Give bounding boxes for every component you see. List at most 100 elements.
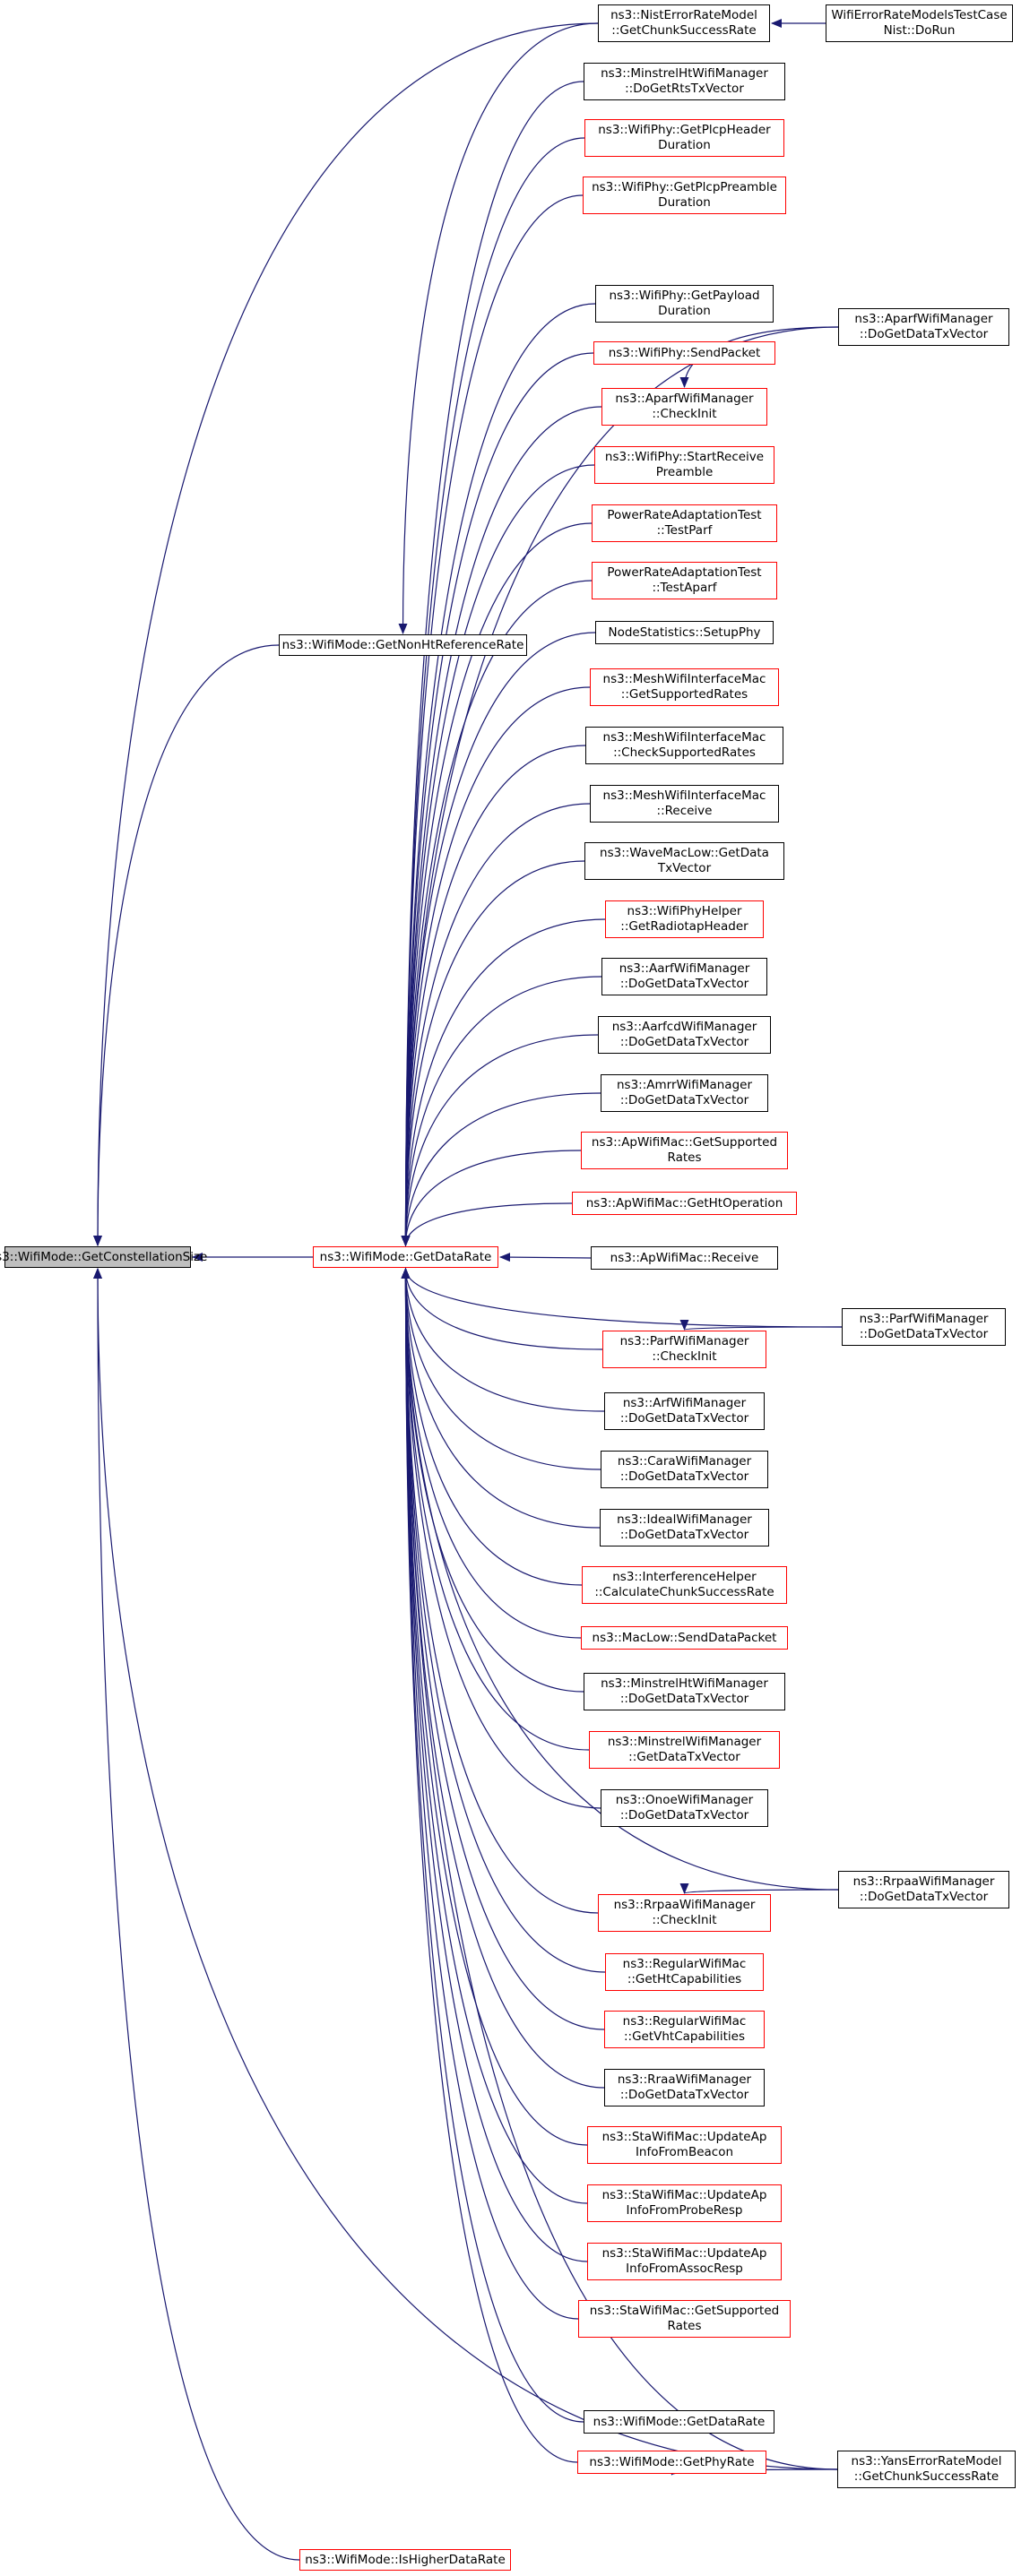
node-arf-dogetdatatxvector[interactable]: ns3::ArfWifiManager::DoGetDataTxVector — [604, 1392, 765, 1430]
node-label-line: ns3::RegularWifiMac — [622, 1957, 747, 1971]
node-label-line: ns3::CaraWifiManager — [617, 1454, 752, 1469]
node-aparf-checkinit[interactable]: ns3::AparfWifiManager::CheckInit — [601, 388, 767, 426]
edge-getplcpheaderduration-to-getdatarate-main — [401, 137, 585, 1246]
node-getnonhtreferencerate[interactable]: ns3::WifiMode::GetNonHtReferenceRate — [279, 634, 527, 656]
node-label-line: Rates — [667, 1150, 702, 1165]
edge-yans-getchunksuccessrate-to-getconstellationsize — [93, 1268, 838, 2470]
node-rrpaa-checkinit[interactable]: ns3::RrpaaWifiManager::CheckInit — [598, 1894, 771, 1932]
node-nist-getchunksuccessrate[interactable]: ns3::NistErrorRateModel::GetChunkSuccess… — [598, 4, 770, 42]
node-testaparf[interactable]: PowerRateAdaptationTest::TestAparf — [592, 562, 777, 599]
node-getphyrate[interactable]: ns3::WifiMode::GetPhyRate — [577, 2451, 766, 2474]
node-cara-dogetdatatxvector[interactable]: ns3::CaraWifiManager::DoGetDataTxVector — [601, 1451, 768, 1488]
edge-apwifimac-gethtoperation-to-getdatarate-main — [401, 1202, 573, 1246]
node-label-line: ns3::AmrrWifiManager — [616, 1078, 752, 1092]
node-getradiotapheader[interactable]: ns3::WifiPhyHelper::GetRadiotapHeader — [605, 900, 764, 938]
node-label-line: ns3::MacLow::SendDataPacket — [592, 1630, 777, 1645]
node-amrr-dogetdatatxvector[interactable]: ns3::AmrrWifiManager::DoGetDataTxVector — [601, 1074, 768, 1112]
node-ishigherdatarate[interactable]: ns3::WifiMode::IsHigherDataRate — [299, 2549, 511, 2571]
edge-mesh-receive-to-getdatarate-main — [401, 803, 591, 1246]
node-testparf[interactable]: PowerRateAdaptationTest::TestParf — [592, 504, 777, 542]
node-label-line: ns3::ApWifiMac::GetHtOperation — [585, 1195, 783, 1210]
node-minstrelht-dogetrtstxvector[interactable]: ns3::MinstrelHtWifiManager::DoGetRtsTxVe… — [584, 63, 785, 100]
node-apwifimac-receive[interactable]: ns3::ApWifiMac::Receive — [591, 1246, 778, 1270]
node-onoe-dogetdatatxvector[interactable]: ns3::OnoeWifiManager::DoGetDataTxVector — [601, 1789, 768, 1827]
node-getconstellationsize: ns3::WifiMode::GetConstellationSize — [0, 1246, 207, 1268]
node-label-line: ns3::WifiPhy::StartReceive — [604, 450, 765, 464]
node-label-line: ns3::WifiMode::GetPhyRate — [589, 2454, 755, 2469]
node-label-line: ::TestParf — [656, 523, 713, 538]
edge-nist-getchunksuccessrate-to-getconstellationsize — [93, 22, 599, 1246]
node-label-line: ns3::MinstrelWifiManager — [607, 1735, 762, 1749]
node-label-line: NodeStatistics::SetupPhy — [608, 625, 761, 640]
node-mesh-getsupportedrates[interactable]: ns3::MeshWifiInterfaceMac::GetSupportedR… — [590, 668, 779, 706]
node-getdatarate-main[interactable]: ns3::WifiMode::GetDataRate — [313, 1246, 498, 1268]
node-parf-checkinit[interactable]: ns3::ParfWifiManager::CheckInit — [602, 1331, 766, 1368]
edge-testaparf-to-getdatarate-main — [401, 580, 593, 1246]
node-yans-getchunksuccessrate[interactable]: ns3::YansErrorRateModel::GetChunkSuccess… — [837, 2451, 1016, 2488]
node-label-line: ns3::MeshWifiInterfaceMac — [602, 788, 766, 803]
node-getdatarate-overload[interactable]: ns3::WifiMode::GetDataRate — [584, 2410, 774, 2434]
node-apwifimac-gethtoperation[interactable]: ns3::ApWifiMac::GetHtOperation — [572, 1192, 797, 1215]
node-aarf-dogetdatatxvector[interactable]: ns3::AarfWifiManager::DoGetDataTxVector — [601, 958, 767, 995]
node-regular-gethtcapabilities[interactable]: ns3::RegularWifiMac::GetHtCapabilities — [605, 1953, 764, 1991]
edge-minstrel-getdatatxvector-to-getdatarate-main — [401, 1268, 590, 1751]
node-label-line: ::TestAparf — [652, 581, 717, 595]
edge-nodestatistics-setupphy-to-getdatarate-main — [401, 632, 596, 1246]
edge-apwifimac-receive-to-getdatarate-main — [499, 1253, 592, 1262]
node-label-line: ::DoGetDataTxVector — [619, 1469, 749, 1484]
node-nodestatistics-setupphy[interactable]: NodeStatistics::SetupPhy — [595, 621, 774, 644]
edge-arf-dogetdatatxvector-to-getdatarate-main — [401, 1268, 605, 1412]
node-label-line: ns3::MeshWifiInterfaceMac — [602, 730, 766, 745]
node-label-line: ns3::InterferenceHelper — [612, 1570, 757, 1584]
node-label-line: ::GetSupportedRates — [620, 687, 748, 702]
node-label-line: ::GetVhtCapabilities — [623, 2029, 745, 2044]
node-minstrelht-dogetdatatxvector[interactable]: ns3::MinstrelHtWifiManager::DoGetDataTxV… — [584, 1673, 785, 1710]
node-regular-getvhtcapabilities[interactable]: ns3::RegularWifiMac::GetVhtCapabilities — [604, 2011, 765, 2048]
node-aparf-dogetdatatxvector[interactable]: ns3::AparfWifiManager::DoGetDataTxVector — [838, 308, 1009, 346]
node-senddatapacket[interactable]: ns3::MacLow::SendDataPacket — [581, 1626, 788, 1650]
node-mesh-checksupportedrates[interactable]: ns3::MeshWifiInterfaceMac::CheckSupporte… — [585, 727, 783, 764]
node-mesh-receive[interactable]: ns3::MeshWifiInterfaceMac::Receive — [590, 785, 779, 823]
node-label-line: ::CheckInit — [652, 407, 717, 421]
edge-sendpacket-to-getdatarate-main — [401, 352, 594, 1246]
node-label-line: ns3::AparfWifiManager — [615, 392, 754, 406]
node-rrpaa-dogetdatatxvector[interactable]: ns3::RrpaaWifiManager::DoGetDataTxVector — [838, 1871, 1009, 1908]
node-label-line: ns3::AarfWifiManager — [619, 961, 750, 976]
node-label-line: ::DoGetDataTxVector — [619, 2088, 749, 2102]
node-rraa-dogetdatatxvector[interactable]: ns3::RraaWifiManager::DoGetDataTxVector — [604, 2069, 765, 2106]
node-label-line: ns3::ArfWifiManager — [622, 1396, 747, 1410]
node-ideal-dogetdatatxvector[interactable]: ns3::IdealWifiManager::DoGetDataTxVector — [600, 1509, 769, 1546]
node-label-line: ns3::ApWifiMac::Receive — [610, 1250, 759, 1265]
node-label-line: ::DoGetDataTxVector — [619, 977, 749, 991]
edge-getdatarate-overload-to-getdatarate-main — [401, 1268, 584, 2423]
edge-calculatechunksuccessrate-to-getdatarate-main — [401, 1268, 583, 1586]
node-label-line: ::DoGetDataTxVector — [619, 1808, 749, 1822]
node-label-line: ns3::WifiMode::GetNonHtReferenceRate — [281, 637, 524, 652]
node-aarfcd-dogetdatatxvector[interactable]: ns3::AarfcdWifiManager::DoGetDataTxVecto… — [598, 1016, 771, 1054]
node-label-line: ns3::AarfcdWifiManager — [611, 1020, 757, 1034]
node-minstrel-getdatatxvector[interactable]: ns3::MinstrelWifiManager::GetDataTxVecto… — [589, 1731, 780, 1769]
node-sendpacket[interactable]: ns3::WifiPhy::SendPacket — [593, 341, 775, 365]
node-label-line: ::DoGetDataTxVector — [619, 1692, 749, 1706]
edge-sta-updateapinfofrombeacon-to-getdatarate-main — [401, 1268, 588, 2146]
node-label-line: ns3::RrpaaWifiManager — [613, 1898, 756, 1912]
node-parf-dogetdatatxvector[interactable]: ns3::ParfWifiManager::DoGetDataTxVector — [842, 1308, 1006, 1346]
node-label-line: PowerRateAdaptationTest — [607, 508, 762, 522]
node-label-line: ns3::WifiPhy::GetPlcpHeader — [598, 123, 771, 137]
node-calculatechunksuccessrate[interactable]: ns3::InterferenceHelper::CalculateChunkS… — [582, 1566, 787, 1604]
edge-nist-getchunksuccessrate-to-getnonhtreferencerate — [398, 22, 599, 634]
edge-rraa-dogetdatatxvector-to-getdatarate-main — [401, 1268, 605, 2089]
node-label-line: ::DoGetRtsTxVector — [625, 82, 744, 96]
node-label-line: Rates — [667, 2319, 702, 2333]
